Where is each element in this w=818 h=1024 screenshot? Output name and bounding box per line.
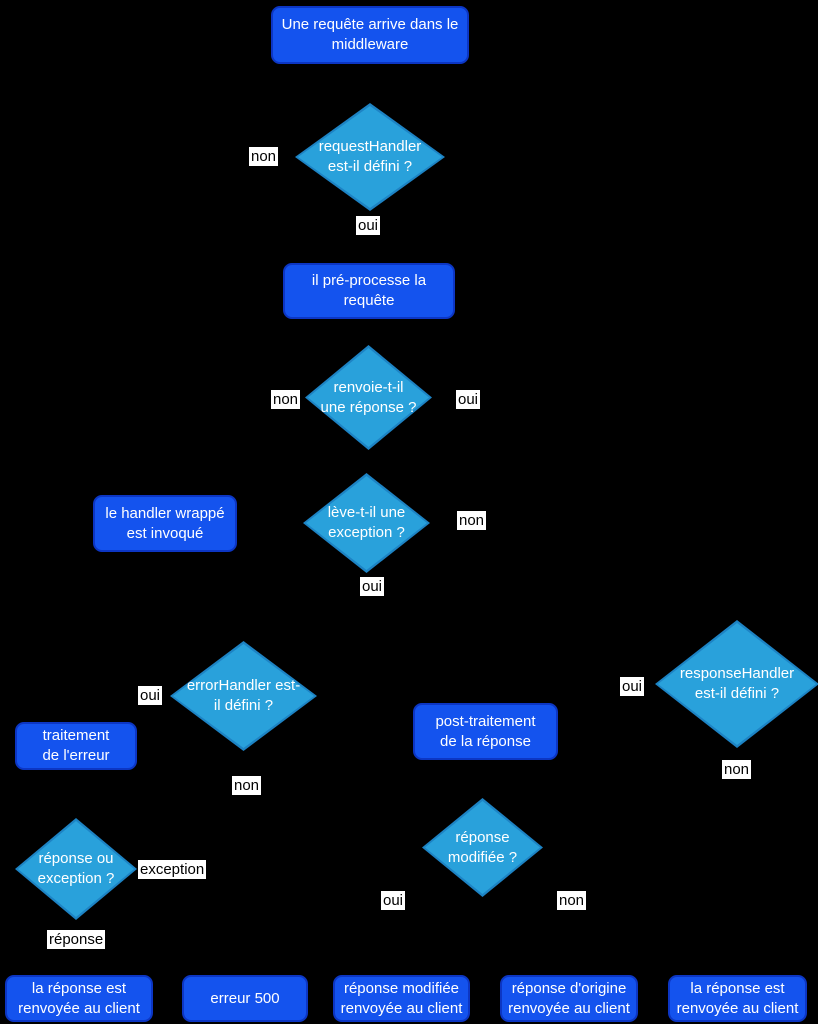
- edge-label-returns-response-non: non: [271, 390, 301, 409]
- edge-label-returns-response-oui: oui: [456, 390, 481, 409]
- node-request-handler-defined-label: requestHandler est-il défini ?: [318, 138, 422, 175]
- node-error-handler-defined-label: errorHandler est-il défini ?: [186, 677, 301, 714]
- node-end-original-response-sent: réponse d'origine renvoyée au client: [500, 975, 638, 1022]
- edge-label-response-handler-non: non: [722, 760, 752, 779]
- node-returns-response-label: renvoie-t-il une réponse ?: [320, 378, 417, 416]
- node-raises-exception: lève-t-il une exception ?: [303, 473, 430, 573]
- node-end-original-response-sent-label: réponse d'origine renvoyée au client: [508, 979, 630, 1017]
- node-end-response-sent-right: la réponse est renvoyée au client: [668, 975, 807, 1022]
- edge-label-request-handler-oui: oui: [356, 216, 381, 235]
- node-request-arrives-label: Une requête arrive dans le middleware: [281, 16, 459, 53]
- node-end-error-500-label: erreur 500: [210, 989, 280, 1007]
- node-returns-response: renvoie-t-il une réponse ?: [305, 345, 432, 450]
- edge-label-response-modified-oui: oui: [381, 891, 406, 910]
- node-end-modified-response-sent: réponse modifiée renvoyée au client: [333, 975, 470, 1022]
- edge-label-raises-exception-non: non: [457, 511, 487, 530]
- node-error-processing: traitement de l'erreur: [15, 722, 137, 770]
- edge-label-reponse: réponse: [47, 930, 106, 949]
- node-end-response-sent-right-label: la réponse est renvoyée au client: [676, 979, 799, 1017]
- node-end-modified-response-sent-label: réponse modifiée renvoyée au client: [340, 979, 463, 1017]
- node-response-or-exception: réponse ou exception ?: [15, 818, 137, 920]
- node-response-post-processing: post-traitement de la réponse: [413, 703, 558, 760]
- node-response-handler-defined: responseHandler est-il défini ?: [655, 620, 818, 748]
- node-request-arrives: Une requête arrive dans le middleware: [271, 6, 469, 64]
- node-end-response-sent-left-label: la réponse est renvoyée au client: [18, 979, 140, 1017]
- node-response-post-processing-label: post-traitement de la réponse: [435, 712, 536, 750]
- edge-label-response-modified-non: non: [557, 891, 587, 910]
- node-response-modified-label: réponse modifiée ?: [447, 828, 518, 866]
- edge-label-exception: exception: [138, 860, 207, 879]
- node-request-handler-defined: requestHandler est-il défini ?: [295, 103, 445, 211]
- edge-label-response-handler-oui: oui: [620, 677, 645, 696]
- node-wrapped-handler-invoked-label: le handler wrappé est invoqué: [105, 504, 225, 542]
- node-error-processing-label: traitement de l'erreur: [42, 727, 110, 764]
- node-end-response-sent-left: la réponse est renvoyée au client: [5, 975, 153, 1022]
- edge-label-error-handler-non: non: [232, 776, 262, 795]
- edge-label-error-handler-oui: oui: [138, 686, 163, 705]
- edge-label-request-handler-non: non: [249, 147, 279, 166]
- node-response-handler-defined-label: responseHandler est-il défini ?: [679, 665, 795, 702]
- node-end-error-500: erreur 500: [182, 975, 308, 1022]
- edge-label-raises-exception-oui: oui: [360, 577, 385, 596]
- node-raises-exception-label: lève-t-il une exception ?: [327, 504, 406, 541]
- node-preprocess-request-label: il pré-processe la requête: [311, 272, 427, 309]
- node-preprocess-request: il pré-processe la requête: [283, 263, 455, 319]
- node-response-modified: réponse modifiée ?: [422, 798, 543, 897]
- node-response-or-exception-label: réponse ou exception ?: [37, 850, 115, 887]
- node-wrapped-handler-invoked: le handler wrappé est invoqué: [93, 495, 237, 552]
- node-error-handler-defined: errorHandler est-il défini ?: [170, 641, 317, 751]
